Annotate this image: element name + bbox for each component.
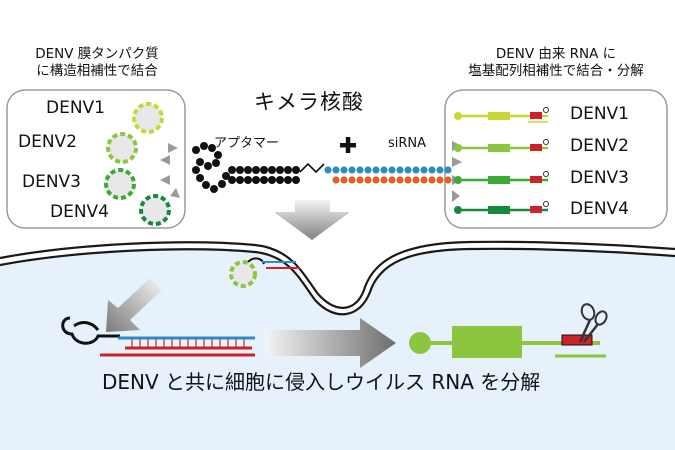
right-denv1-label: DENV1	[570, 104, 629, 124]
right-denv3-label: DENV3	[570, 168, 629, 188]
sirna-label: siRNA	[388, 136, 427, 151]
sirna-duplex	[324, 166, 452, 184]
plus-sign: +	[0, 0, 1, 1]
left-denv4-label: DENV4	[50, 202, 109, 222]
left-denv3-label: DENV3	[22, 172, 81, 192]
right-denv2-label: DENV2	[570, 136, 629, 156]
left-header: DENV 膜タンパク質 に構造相補性で結合	[8, 46, 186, 80]
left-header-line-2: に構造相補性で結合	[36, 63, 158, 79]
left-header-line-1: DENV 膜タンパク質	[35, 46, 159, 62]
rna-denv3	[454, 176, 548, 184]
scissors-icon	[578, 303, 608, 343]
plus-sign-glyph	[340, 137, 356, 153]
bottom-caption: DENV と共に細胞に侵入しウイルス RNA を分解	[102, 370, 541, 394]
right-arrow	[265, 318, 396, 368]
diagonal-arrow	[106, 278, 162, 332]
rna-denv2	[454, 144, 548, 152]
entering-complex	[229, 257, 300, 288]
center-title: キメラ核酸	[254, 90, 364, 114]
right-header: DENV 由来 RNA に 塩基配列相補性で結合・分解	[440, 46, 672, 80]
down-arrow	[274, 200, 350, 240]
bound-complex	[61, 316, 255, 357]
linker	[299, 162, 325, 174]
aptamer-label: アプタマー	[214, 136, 280, 151]
right-header-line-2: 塩基配列相補性で結合・分解	[468, 63, 644, 79]
right-header-line-1: DENV 由来 RNA に	[495, 46, 617, 62]
virus-denv1	[132, 102, 164, 134]
viral-rna-cleaved	[409, 326, 606, 358]
right-rna-box	[444, 89, 668, 229]
left-denv2-label: DENV2	[18, 132, 77, 152]
virus-denv3	[104, 168, 136, 200]
cell-membrane-outer	[0, 240, 675, 309]
virus-denv4	[139, 194, 171, 226]
cell-membrane-inner	[0, 247, 675, 316]
arrows-to-viruses	[160, 143, 180, 198]
virus-denv2	[106, 132, 138, 164]
left-denv1-label: DENV1	[46, 98, 105, 118]
right-denv4-label: DENV4	[570, 199, 629, 219]
rna-denv1	[454, 112, 548, 123]
rna-denv4	[454, 206, 548, 214]
mini-scissors-icons	[543, 107, 549, 207]
aptamer-structure	[192, 142, 300, 193]
